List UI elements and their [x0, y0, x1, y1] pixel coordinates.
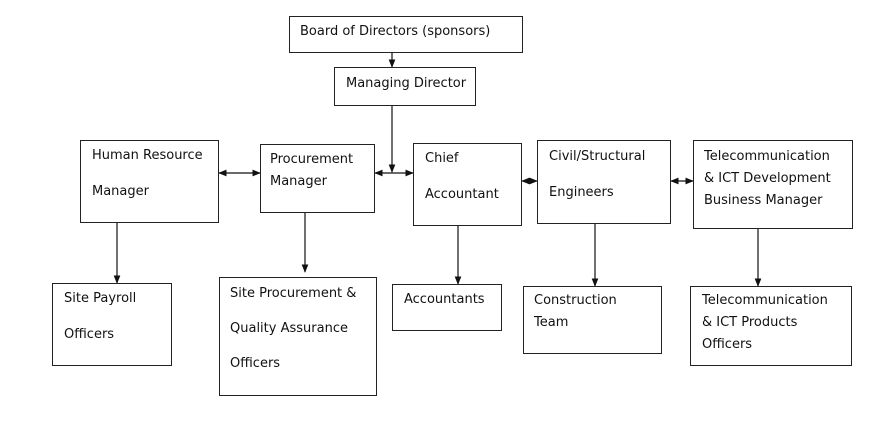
label-construction-line-1: Construction — [534, 293, 617, 308]
node-civil-structural-engineers — [537, 140, 671, 224]
label-chief-line-1: Chief — [425, 151, 459, 166]
label-civil-line-2: Engineers — [549, 185, 614, 200]
node-site-payroll-officers — [52, 283, 172, 366]
label-payroll-line-2: Officers — [64, 327, 115, 342]
node-procurement-manager — [260, 144, 375, 213]
node-chief-accountant — [413, 143, 522, 226]
label-payroll-line-1: Site Payroll — [64, 291, 137, 306]
label-telecom-line-1: Telecommunication — [704, 149, 830, 164]
label-proc-line-1: Procurement — [270, 152, 354, 167]
node-telecom-ict-products-officers — [690, 286, 852, 366]
label-chief-line-2: Accountant — [425, 187, 499, 202]
node-construction-team — [523, 286, 662, 354]
node-telecom-ict-development-manager — [693, 140, 853, 229]
label-siteproc-line-2: Quality Assurance — [230, 321, 348, 336]
node-accountants — [392, 284, 502, 331]
label-telecom-off-line-3: Officers — [702, 337, 753, 352]
label-construction-line-2: Team — [534, 315, 569, 330]
node-human-resource-manager — [80, 140, 219, 223]
label-board-line-1: Board of Directors (sponsors) — [300, 24, 491, 39]
label-md-line-1: Managing Director — [346, 76, 467, 91]
label-civil-line-1: Civil/Structural — [549, 149, 646, 164]
label-accountants-line-1: Accountants — [404, 292, 485, 307]
label-telecom-off-line-2: & ICT Products — [702, 315, 798, 330]
node-board-of-directors — [289, 16, 523, 53]
label-siteproc-line-3: Officers — [230, 356, 281, 371]
label-hr-line-2: Manager — [92, 184, 149, 199]
node-managing-director — [334, 67, 476, 106]
node-site-procurement-qa-officers — [219, 277, 377, 396]
label-telecom-line-3: Business Manager — [704, 193, 823, 208]
label-proc-line-2: Manager — [270, 174, 327, 189]
label-telecom-off-line-1: Telecommunication — [702, 293, 828, 308]
label-siteproc-line-1: Site Procurement & — [230, 286, 357, 301]
label-hr-line-1: Human Resource — [92, 148, 203, 163]
label-telecom-line-2: & ICT Development — [704, 171, 831, 186]
